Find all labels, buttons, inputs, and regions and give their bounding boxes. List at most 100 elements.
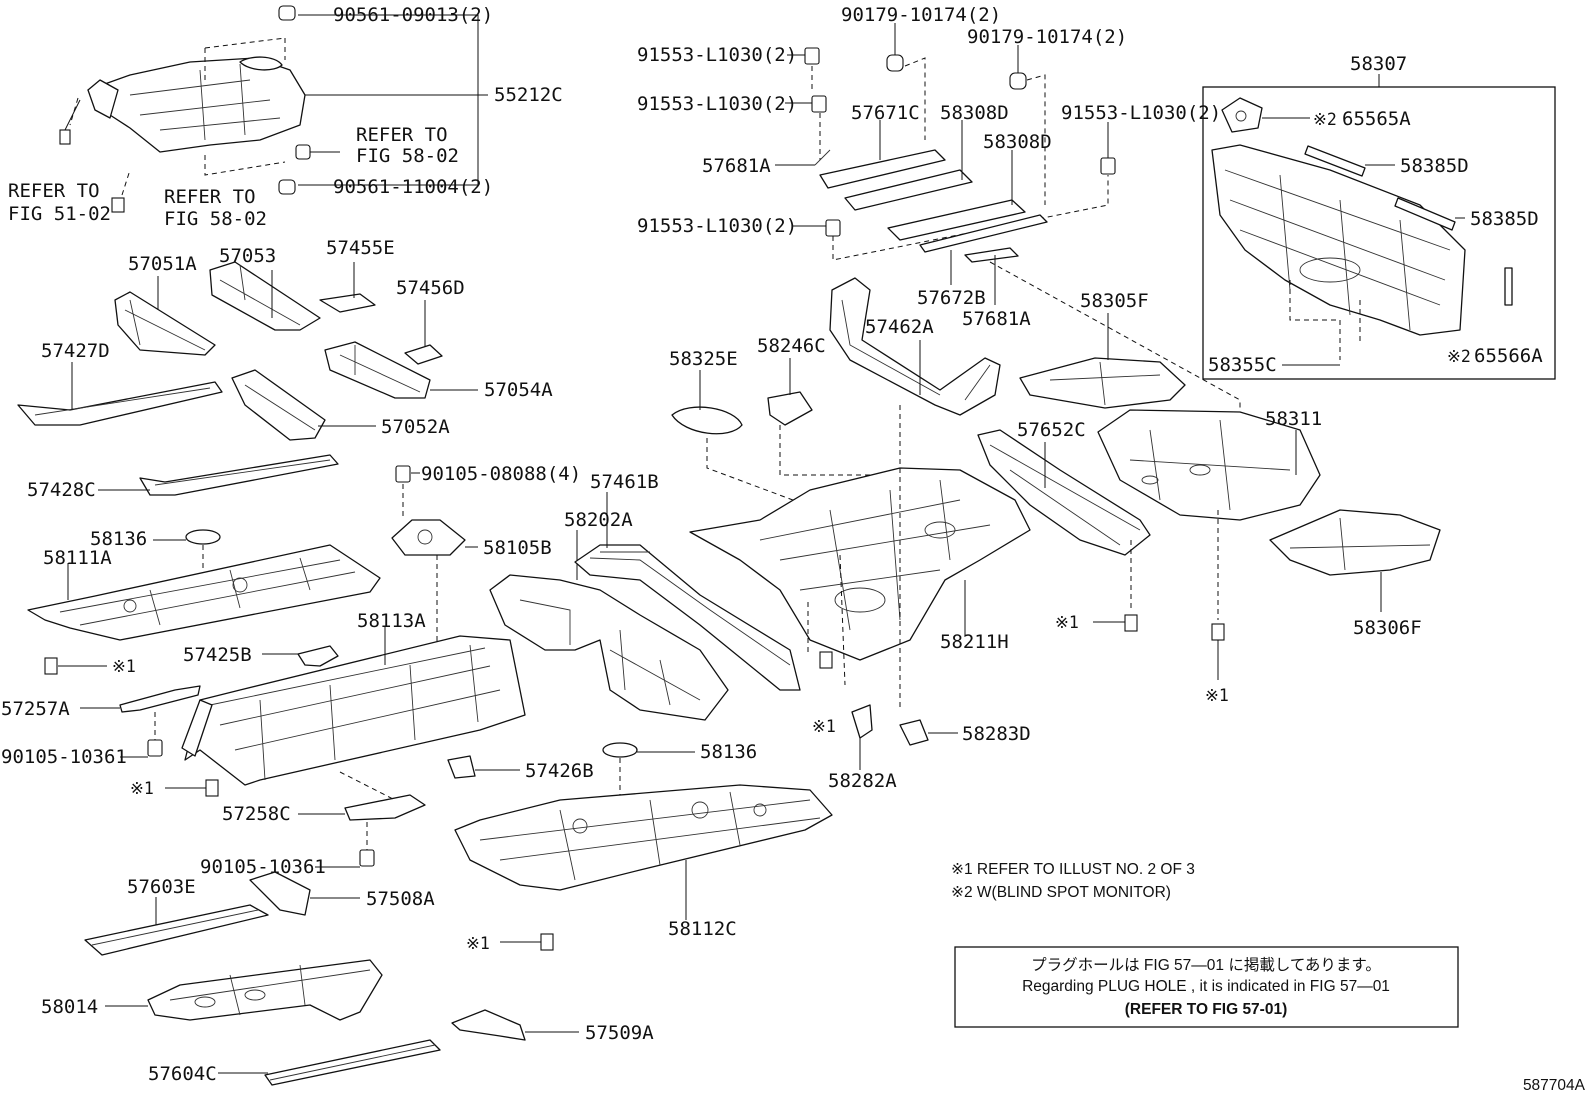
bolt-fastener-d (205, 779, 219, 797)
marker-note1-e: ※1 (1055, 613, 1079, 632)
label-57461b: 57461B (590, 471, 659, 493)
note-blind-spot: ※2 W(BLIND SPOT MONITOR) (951, 884, 1171, 901)
bolt-91553-a (804, 47, 820, 65)
bolt-90105-08088 (395, 465, 411, 483)
label-58282a: 58282A (828, 770, 897, 792)
label-57672b: 57672B (917, 287, 986, 309)
label-91553-c: 91553-L1030(2) (637, 215, 797, 237)
marker-note1-c: ※1 (466, 934, 490, 953)
part-58325e-drawing (671, 406, 743, 435)
label-57508a: 57508A (366, 888, 435, 910)
part-57461b-drawing (574, 544, 801, 691)
label-55212c: 55212C (494, 84, 563, 106)
bolt-fastener-h (1211, 623, 1225, 641)
label-91553-b: 91553-L1030(2) (637, 93, 797, 115)
label-65566a: 65566A (1474, 345, 1543, 367)
bolt-fastener-b (111, 197, 125, 213)
refer-fig5102-line1: REFER TO (8, 180, 100, 202)
clip-90179-b (1009, 72, 1027, 90)
bolt-90105-10361-b (359, 849, 375, 867)
label-58305f: 58305F (1080, 290, 1149, 312)
bolt-91553-d (1100, 157, 1116, 175)
plug-hole-refer: (REFER TO FIG 57-01) (1125, 1001, 1288, 1018)
part-58211h-drawing (689, 467, 1031, 661)
label-57462a: 57462A (865, 316, 934, 338)
marker-note2-b: ※2 (1447, 347, 1471, 366)
label-58311: 58311 (1265, 408, 1322, 430)
label-58113a: 58113A (357, 610, 426, 632)
part-58307-panel-drawing (1211, 144, 1466, 336)
part-57258c-drawing (344, 794, 426, 821)
part-58246c-drawing (767, 391, 813, 426)
label-57455e: 57455E (326, 237, 395, 259)
bolt-91553-b (811, 95, 827, 113)
label-57258c: 57258C (222, 803, 291, 825)
label-91553-a: 91553-L1030(2) (637, 44, 797, 66)
label-57052a: 57052A (381, 416, 450, 438)
part-57427d-drawing (17, 381, 223, 426)
part-57652c-drawing (977, 429, 1151, 556)
part-57603e-drawing (84, 904, 269, 956)
label-58112c: 58112C (668, 918, 737, 940)
marker-note1-b: ※1 (130, 779, 154, 798)
label-57456d: 57456D (396, 277, 465, 299)
refer-fig5102-line2: FIG 51-02 (8, 203, 111, 225)
label-57426b: 57426B (525, 760, 594, 782)
bolt-91553-c (825, 219, 841, 237)
part-65566a-drawing (1504, 267, 1513, 306)
label-58355c: 58355C (1208, 354, 1277, 376)
label-90561-11004: 90561-11004(2) (333, 176, 493, 198)
bolt-fastener-g (1124, 614, 1138, 632)
label-57051a: 57051A (128, 253, 197, 275)
part-58385d-a-drawing (1304, 145, 1366, 177)
label-58136-b: 58136 (700, 741, 757, 763)
label-57604c: 57604C (148, 1063, 217, 1085)
label-57054a: 57054A (484, 379, 553, 401)
part-58308d-a-drawing (844, 169, 973, 211)
bolt-fastener-f (819, 651, 833, 669)
label-57509a: 57509A (585, 1022, 654, 1044)
label-90179-b: 90179-10174(2) (967, 26, 1127, 48)
label-57053: 57053 (219, 245, 276, 267)
label-58308d-b: 58308D (983, 131, 1052, 153)
bolt-fastener-c (44, 657, 58, 675)
marker-note1-a: ※1 (112, 657, 136, 676)
marker-note2-a: ※2 (1313, 110, 1337, 129)
label-58014: 58014 (41, 996, 98, 1018)
part-57509a-drawing (451, 1009, 526, 1041)
part-58105b-drawing (391, 519, 466, 556)
label-57257a: 57257A (1, 698, 70, 720)
label-90179-a: 90179-10174(2) (841, 4, 1001, 26)
clip-90179-a (886, 54, 904, 72)
label-90105-08088: 90105-08088(4) (421, 463, 581, 485)
plug-hole-jp: プラグホールは FIG 57―01 に掲載してあります。 (1031, 956, 1381, 974)
label-58308d-a: 58308D (940, 102, 1009, 124)
refer-fig5802-a-line1: REFER TO (356, 124, 448, 146)
label-58105b: 58105B (483, 537, 552, 559)
part-57462a-drawing (829, 277, 1001, 416)
part-57426b-drawing (447, 755, 476, 779)
part-58113a-drawing (181, 635, 526, 786)
label-57603e: 57603E (127, 876, 196, 898)
part-57428c-drawing (139, 454, 339, 496)
refer-fig5802-b-line2: FIG 58-02 (164, 208, 267, 230)
refer-fig5802-a-line2: FIG 58-02 (356, 145, 459, 167)
part-57604c-drawing (264, 1039, 441, 1086)
part-57671c-drawing (819, 149, 946, 189)
label-57671c: 57671C (851, 102, 920, 124)
part-58014-drawing (147, 959, 383, 1021)
label-57428c: 57428C (27, 479, 96, 501)
marker-note1-d: ※1 (812, 717, 836, 736)
part-58202a-drawing (489, 574, 729, 721)
part-57052a-drawing (231, 369, 326, 441)
label-58111a: 58111A (43, 547, 112, 569)
diagram-id: 587704A (1523, 1077, 1586, 1094)
label-57425b: 57425B (183, 644, 252, 666)
label-90561-09013: 90561-09013(2) (333, 4, 493, 26)
label-90105-10361-b: 90105-10361 (200, 856, 326, 878)
part-57425b-drawing (297, 645, 339, 667)
part-58306f-drawing (1269, 509, 1441, 576)
label-91553-d: 91553-L1030(2) (1061, 102, 1221, 124)
part-57508a-drawing (249, 871, 311, 916)
